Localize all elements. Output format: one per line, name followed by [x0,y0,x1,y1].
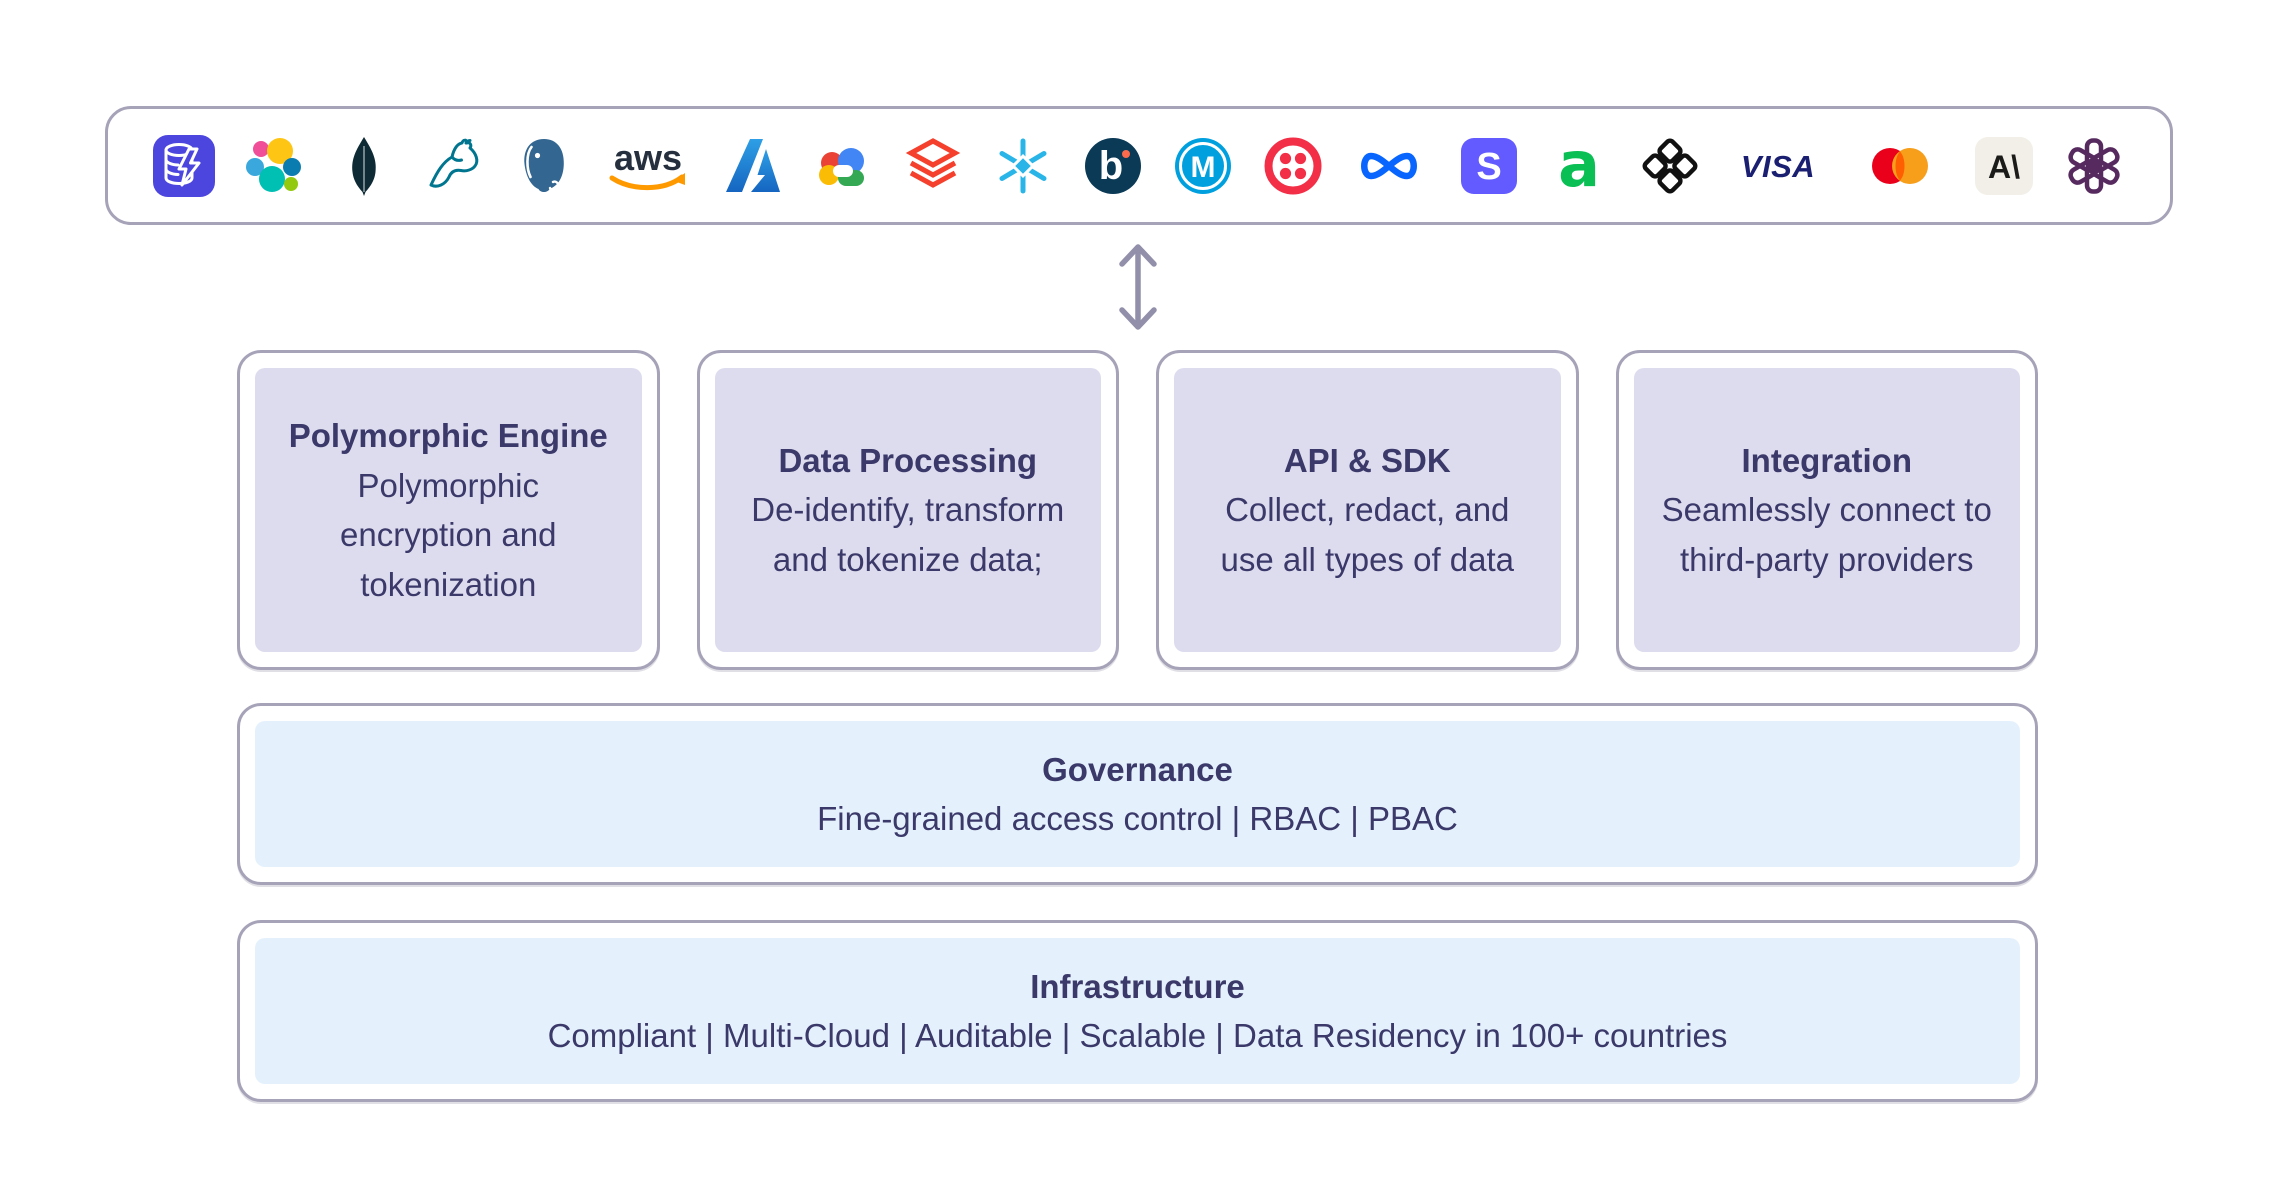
adyen-logo: a [1547,133,1611,199]
double-arrow-icon [1108,238,1168,336]
module-panel: Data Processing De-identify, transform a… [714,368,1101,652]
databricks-logo [901,133,965,199]
modules-row: Polymorphic Engine Polymorphic encryptio… [237,350,2038,670]
google-cloud-logo [811,133,875,199]
module-title: Data Processing [778,441,1038,479]
module-card-data-processing: Data Processing De-identify, transform a… [696,350,1119,670]
mulesoft-m-glyph: M [1191,151,1216,184]
governance-band: Governance Fine-grained access control |… [237,703,2038,885]
azure-logo [721,133,785,199]
stripe-s-glyph: S [1477,146,1502,188]
governance-title: Governance [1042,750,1233,788]
module-card-api-sdk: API & SDK Collect, redact, and use all t… [1156,350,1579,670]
boomi-b-glyph: b [1099,144,1123,188]
plaid-logo [1638,133,1702,199]
snowflake-logo [991,133,1055,199]
postgresql-logo [512,133,576,199]
integrations-logo-bar: aws [105,106,2173,225]
elasticsearch-logo [242,133,306,199]
openai-logo [2062,133,2126,199]
visa-logo: VISA [1728,133,1828,199]
module-description: Polymorphic encryption and tokenization [340,466,557,603]
infrastructure-panel: Infrastructure Compliant | Multi-Cloud |… [255,938,2020,1084]
mastercard-logo [1854,133,1946,199]
aws-wordmark: aws [614,137,682,178]
mulesoft-logo: M [1171,133,1235,199]
meta-logo [1351,133,1431,199]
module-card-polymorphic-engine: Polymorphic Engine Polymorphic encryptio… [237,350,660,670]
database-icon [152,133,216,199]
anthropic-a-glyph: A\ [1988,149,2020,185]
twilio-logo [1261,133,1325,199]
module-description: Collect, redact, and use all types of da… [1220,491,1515,578]
adyen-a-glyph: a [1558,134,1600,198]
governance-description: Fine-grained access control | RBAC | PBA… [817,800,1458,837]
module-card-integration: Integration Seamlessly connect to third-… [1615,350,2038,670]
visa-wordmark: VISA [1740,149,1814,184]
mongodb-logo [332,133,396,199]
module-description: Seamlessly connect to third-party provid… [1661,491,1992,578]
module-title: API & SDK [1283,441,1451,479]
module-title: Polymorphic Engine [288,417,608,454]
infrastructure-description: Compliant | Multi-Cloud | Auditable | Sc… [547,1017,1728,1054]
infrastructure-band: Infrastructure Compliant | Multi-Cloud |… [237,920,2038,1102]
governance-panel: Governance Fine-grained access control |… [255,721,2020,867]
aws-logo: aws [602,133,694,199]
boomi-logo: b [1081,133,1145,199]
module-panel: Polymorphic Engine Polymorphic encryptio… [255,368,642,652]
stripe-logo: S [1457,133,1521,199]
module-panel: Integration Seamlessly connect to third-… [1633,368,2020,652]
module-panel: API & SDK Collect, redact, and use all t… [1174,368,1561,652]
module-description: De-identify, transform and tokenize data… [751,491,1065,578]
module-title: Integration [1741,441,1913,479]
infrastructure-title: Infrastructure [1030,967,1245,1005]
anthropic-logo: A\ [1972,133,2036,199]
mysql-logo [422,133,486,199]
